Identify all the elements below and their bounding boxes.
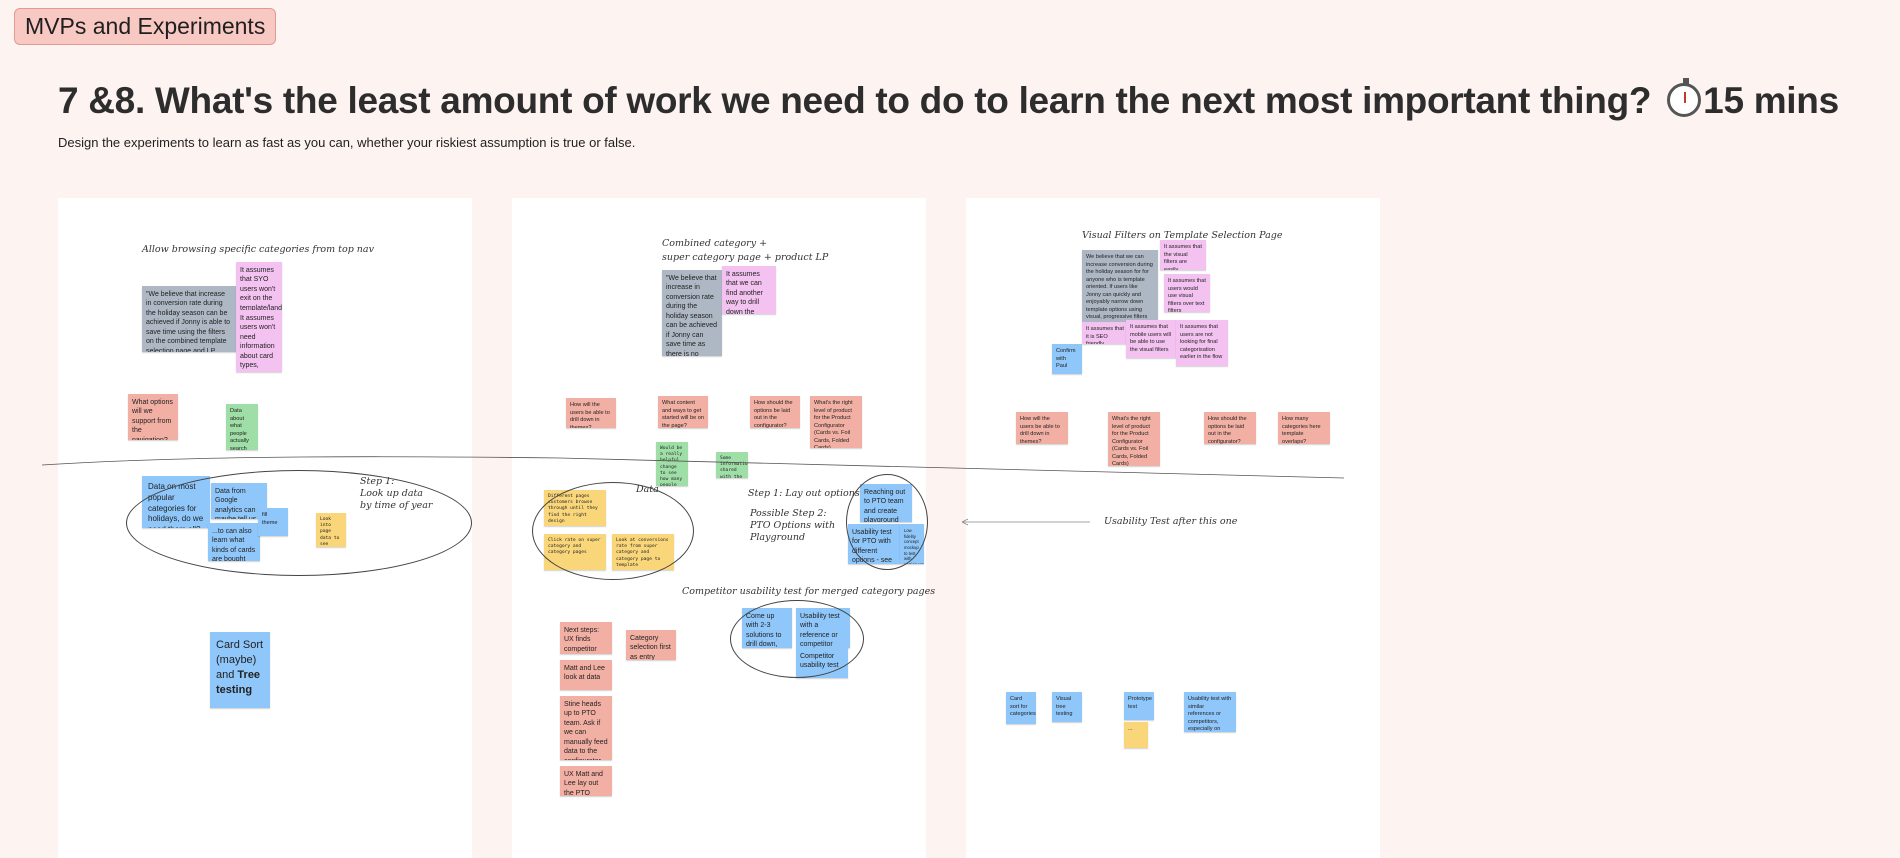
method-sticky[interactable]: Prototype test bbox=[1124, 692, 1154, 720]
belief-sticky[interactable]: "We believe that increase in conversion … bbox=[142, 286, 236, 352]
usability-test-label: Usability Test after this one bbox=[1104, 516, 1238, 527]
experiment-panel-2[interactable]: Combined category + super category page … bbox=[512, 198, 935, 858]
note-sticky[interactable]: Some information shared with the Photo t… bbox=[716, 452, 748, 478]
method-sticky[interactable]: Card sort for categories bbox=[1006, 692, 1036, 724]
question-sticky[interactable]: What's the right level of product for th… bbox=[1108, 412, 1160, 466]
next-step-sticky[interactable]: Matt and Lee look at data bbox=[560, 660, 612, 690]
data-loop bbox=[532, 482, 694, 580]
panel-1-title: Allow browsing specific categories from … bbox=[142, 244, 374, 255]
next-step-sticky[interactable]: Category selection first as entry point bbox=[626, 630, 676, 660]
assumption-sticky[interactable]: It assumes users won't need information … bbox=[236, 310, 282, 372]
next-step-sticky[interactable]: Stine heads up to PTO team. Ask if we ca… bbox=[560, 696, 612, 760]
question-sticky[interactable]: How should the options be laid out in th… bbox=[1204, 412, 1256, 444]
assumption-sticky[interactable]: It assumes that users are not looking fo… bbox=[1176, 320, 1228, 366]
assumption-sticky[interactable]: It assumes that we can find another way … bbox=[722, 266, 776, 314]
method-sticky[interactable]: Visual tree testing bbox=[1052, 692, 1082, 722]
question-sticky[interactable]: How many categories here template overla… bbox=[1278, 412, 1330, 444]
board-section-badge[interactable]: MVPs and Experiments bbox=[14, 8, 276, 45]
step-1-loop bbox=[126, 470, 472, 576]
question-sticky[interactable]: How will the users be able to drill down… bbox=[566, 398, 616, 428]
assumption-sticky[interactable]: It assumes that users would use visual f… bbox=[1164, 274, 1210, 312]
question-sticky[interactable]: How should the options be laid out in th… bbox=[750, 396, 800, 428]
next-step-sticky[interactable]: Next steps: UX finds competitor sites bbox=[560, 622, 612, 654]
panel-2-title-line-2: super category page + product LP bbox=[662, 252, 829, 263]
question-sticky[interactable]: What options will we support from the na… bbox=[128, 394, 178, 440]
question-sticky[interactable]: How will the users be able to drill down… bbox=[1016, 412, 1068, 444]
step-2-line-2: PTO Options with bbox=[750, 520, 836, 531]
usability-arrow-head bbox=[961, 518, 969, 526]
belief-sticky[interactable]: We believe that we can increase conversi… bbox=[1082, 250, 1158, 322]
stopwatch-icon bbox=[1667, 78, 1702, 117]
assumption-sticky[interactable]: It assumes that it is SEO friendly bbox=[1082, 322, 1128, 344]
method-sticky[interactable]: Usability test with similar references o… bbox=[1184, 692, 1236, 732]
experiment-panel-1[interactable]: Allow browsing specific categories from … bbox=[58, 198, 472, 858]
tree-testing-text: Tree testing bbox=[216, 668, 261, 696]
page-subtitle: Design the experiments to learn as fast … bbox=[58, 135, 636, 150]
panel-2-title-line-1: Combined category + bbox=[662, 238, 768, 249]
confirm-sticky[interactable]: Confirm with Paul bbox=[1052, 344, 1082, 374]
note-sticky[interactable]: Data about what people actually search f… bbox=[226, 404, 258, 450]
assumption-sticky[interactable]: It assumes that SYO users won't exit on … bbox=[236, 262, 282, 310]
assumption-sticky[interactable]: It assumes that the visual filters are e… bbox=[1160, 240, 1206, 270]
page-title: 7 &8. What's the least amount of work we… bbox=[58, 78, 1839, 122]
competitor-loop bbox=[730, 600, 864, 678]
step-1-label: Step 1: Lay out options bbox=[748, 488, 860, 499]
experiment-panel-3[interactable]: Visual Filters on Template Selection Pag… bbox=[966, 198, 1380, 858]
belief-sticky[interactable]: "We believe that increase in conversion … bbox=[662, 270, 722, 356]
time-label: 15 mins bbox=[1703, 80, 1839, 121]
panel-3-title: Visual Filters on Template Selection Pag… bbox=[1082, 230, 1283, 241]
assumption-sticky[interactable]: It assumes that mobile users will be abl… bbox=[1126, 320, 1176, 358]
method-sticky[interactable]: ... bbox=[1124, 722, 1148, 748]
page-title-text: 7 &8. What's the least amount of work we… bbox=[58, 80, 1652, 121]
step-2-line-1: Possible Step 2: bbox=[750, 508, 827, 519]
question-sticky[interactable]: What content and ways to get started wil… bbox=[658, 396, 708, 428]
question-sticky[interactable]: What's the right level of product for th… bbox=[810, 396, 862, 448]
step-2-loop bbox=[846, 474, 928, 570]
card-sort-sticky[interactable]: Card Sort (maybe) and Tree testing bbox=[210, 632, 270, 708]
next-step-sticky[interactable]: UX Matt and Lee lay out the PTO Options bbox=[560, 766, 612, 796]
divider-line bbox=[41, 456, 1345, 479]
card-sort-text: Card Sort (maybe) and bbox=[216, 639, 264, 681]
competitor-test-label: Competitor usability test for merged cat… bbox=[682, 586, 936, 597]
step-2-line-3: Playground bbox=[750, 532, 806, 543]
